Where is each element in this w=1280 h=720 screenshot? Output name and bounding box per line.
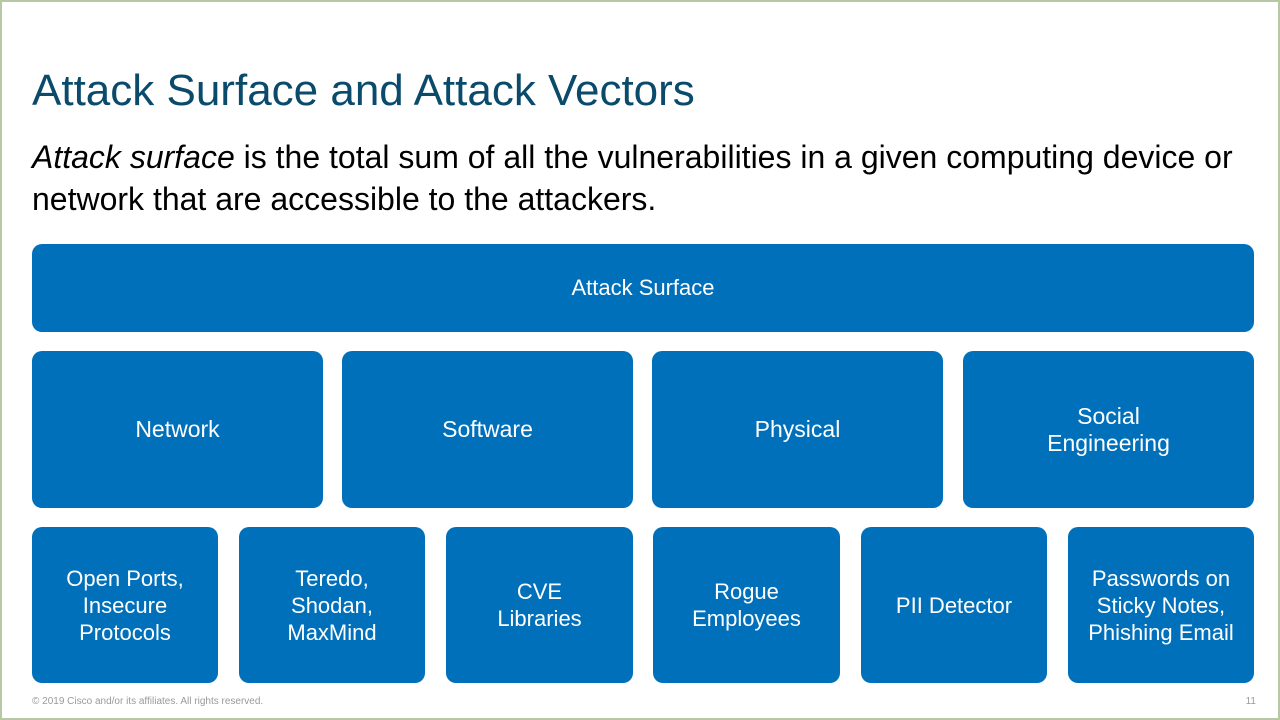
page-number: 11	[1245, 696, 1256, 707]
attack-surface-box: Attack Surface	[32, 244, 1254, 332]
vector-label-line: PII Detector	[895, 592, 1013, 618]
category-label-line: Social	[1077, 402, 1140, 429]
vector-label: Open Ports, Insecure Protocols	[66, 565, 183, 646]
vector-label-line: Insecure	[82, 592, 168, 618]
vector-label-line: Libraries	[497, 606, 582, 631]
vector-box-rogue-employees: Rogue Employees	[653, 527, 840, 683]
vector-label-line: Passwords on	[1091, 565, 1231, 591]
vector-box-passwords-phishing: Passwords on Sticky Notes, Phishing Emai…	[1068, 527, 1254, 683]
copyright-footer: © 2019 Cisco and/or its affiliates. All …	[32, 696, 264, 707]
vector-label: Rogue Employees	[692, 578, 801, 632]
category-box-network: Network	[32, 351, 323, 508]
vector-label: Teredo, Shodan, MaxMind	[287, 565, 376, 646]
vector-label-line: Teredo,	[295, 565, 369, 591]
definition-term: Attack surface	[32, 139, 235, 175]
definition-text: Attack surface is the total sum of all t…	[32, 136, 1247, 220]
category-label: Social Engineering	[1047, 403, 1170, 457]
vector-label-line: Protocols	[79, 619, 171, 645]
definition-body: is the total sum of all the vulnerabilit…	[32, 139, 1233, 217]
category-box-software: Software	[342, 351, 633, 508]
vector-label-line: MaxMind	[287, 619, 377, 645]
vector-label-line: Open Ports,	[66, 565, 184, 591]
vector-label-line: Sticky Notes,	[1096, 592, 1226, 618]
vector-label: Passwords on Sticky Notes, Phishing Emai…	[1088, 565, 1234, 646]
category-label: Physical	[755, 416, 841, 443]
category-label-line: Network	[135, 416, 220, 442]
vector-box-pii-detector: PII Detector	[861, 527, 1047, 683]
vector-box-open-ports: Open Ports, Insecure Protocols	[32, 527, 218, 683]
vector-label-line: Shodan,	[291, 592, 373, 618]
vector-box-cve-libraries: CVE Libraries	[446, 527, 633, 683]
vector-box-teredo: Teredo, Shodan, MaxMind	[239, 527, 425, 683]
category-box-social-engineering: Social Engineering	[963, 351, 1254, 508]
category-label-line: Software	[442, 416, 533, 442]
vector-label-line: Employees	[692, 606, 801, 631]
attack-surface-label: Attack Surface	[571, 275, 715, 300]
vector-label: CVE Libraries	[497, 578, 581, 632]
vector-label: PII Detector	[896, 592, 1012, 619]
category-label-line: Engineering	[1047, 429, 1170, 456]
category-box-physical: Physical	[652, 351, 943, 508]
category-label: Software	[442, 416, 533, 443]
vector-label-line: CVE	[516, 579, 563, 604]
category-label-line: Physical	[754, 416, 841, 442]
slide-title: Attack Surface and Attack Vectors	[32, 66, 695, 115]
category-label: Network	[135, 416, 219, 443]
vector-label-line: Rogue	[714, 579, 779, 604]
vector-label-line: Phishing Email	[1088, 619, 1234, 645]
